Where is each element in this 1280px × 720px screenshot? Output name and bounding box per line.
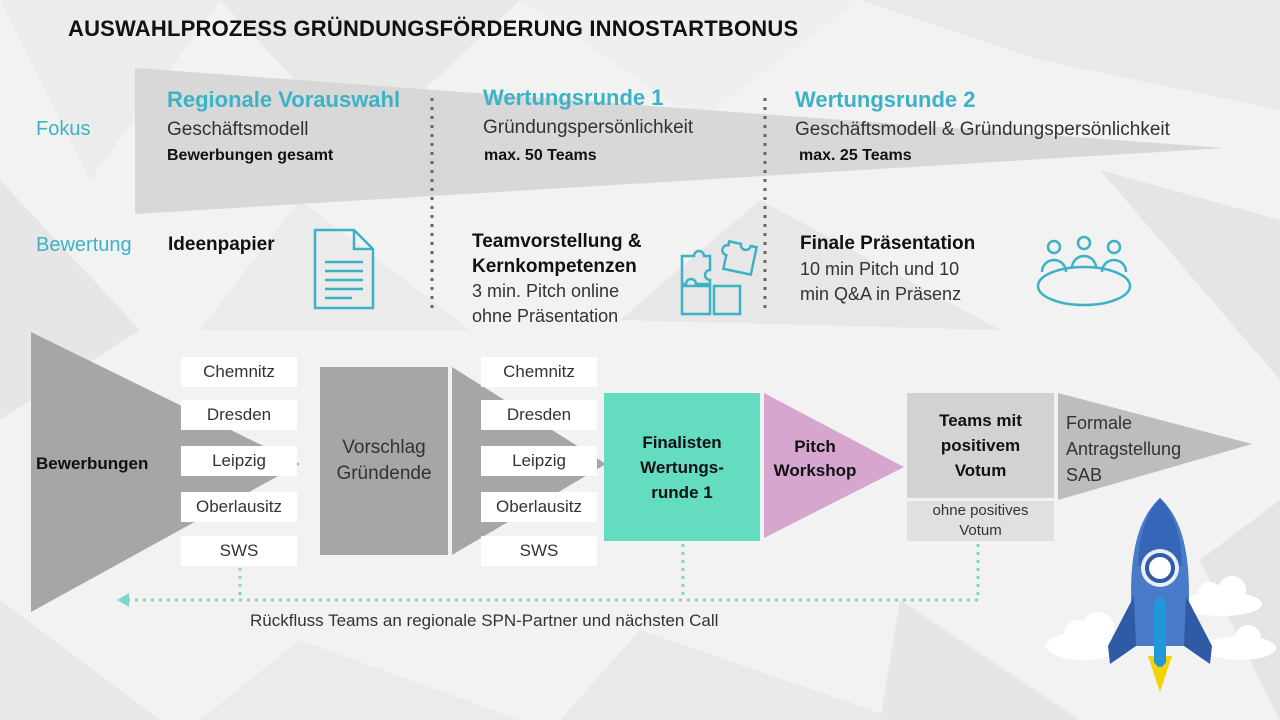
formal-application-label: Formale Antragstellung SAB bbox=[1066, 410, 1181, 488]
pitch-workshop-label-line2: Workshop bbox=[773, 461, 857, 480]
row-label-focus: Fokus bbox=[36, 118, 91, 140]
phase-count-round1: max. 50 Teams bbox=[484, 147, 597, 164]
positive-vote-label-line1: Teams mit bbox=[939, 411, 1022, 430]
finalists-box bbox=[604, 393, 760, 541]
phase-count-regional: Bewerbungen gesamt bbox=[167, 147, 334, 164]
evaluation-desc-round2-line1: 10 min Pitch und 10 bbox=[800, 259, 960, 279]
pitch-workshop-label-line1: Pitch bbox=[794, 437, 836, 456]
finalists-label-line2: Wertungs- bbox=[640, 457, 724, 477]
return-flow-line bbox=[128, 544, 980, 602]
region-right-oberlausitz: Oberlausitz bbox=[481, 492, 597, 522]
phase-title-round1: Wertungsrunde 1 bbox=[483, 85, 664, 110]
evaluation-desc-round1-line1: 3 min. Pitch online bbox=[472, 281, 620, 301]
focus-funnel-band bbox=[135, 68, 1225, 310]
proposal-label-line1: Vorschlag bbox=[342, 437, 426, 458]
evaluation-title-round1-line1: Teamvorstellung & bbox=[472, 231, 642, 252]
positive-vote-label-line2: positivem bbox=[940, 436, 1021, 455]
phase-title-round2: Wertungsrunde 2 bbox=[795, 87, 976, 112]
meeting-table-icon bbox=[1036, 235, 1132, 307]
evaluation-desc-round2-line2: min Q&A in Präsenz bbox=[800, 284, 962, 304]
region-right-leipzig: Leipzig bbox=[481, 446, 597, 476]
finalists-label-line1: Finalisten bbox=[642, 432, 722, 452]
region-right-sws: SWS bbox=[481, 536, 597, 566]
finalists-label-line3: runde 1 bbox=[651, 482, 713, 502]
cloud-icon bbox=[1046, 576, 1276, 660]
region-left-sws: SWS bbox=[181, 536, 297, 566]
return-flow-label: Rückfluss Teams an regionale SPN-Partner… bbox=[250, 611, 719, 630]
region-right-dresden: Dresden bbox=[481, 400, 597, 430]
row-label-evaluation: Bewertung bbox=[36, 234, 132, 256]
finalists-label: Finalisten Wertungs- runde 1 bbox=[604, 393, 760, 541]
positive-vote-label-line3: Votum bbox=[954, 461, 1007, 480]
region-left-dresden: Dresden bbox=[181, 400, 297, 430]
phase-focus-regional: Geschäftsmodell bbox=[167, 119, 309, 140]
rocket-icon bbox=[1108, 498, 1212, 692]
evaluation-desc-round2: 10 min Pitch und 10 min Q&A in Präsenz bbox=[800, 257, 961, 307]
formal-arrow bbox=[1058, 393, 1252, 500]
document-icon bbox=[313, 228, 375, 310]
proposal-label: Vorschlag Gründende bbox=[320, 367, 448, 555]
applications-label: Bewerbungen bbox=[36, 454, 149, 473]
positive-vote-label: Teams mit positivem Votum bbox=[907, 393, 1054, 498]
negative-vote-label-line1: ohne positives bbox=[932, 502, 1029, 519]
evaluation-title-round2: Finale Präsentation bbox=[800, 233, 976, 254]
phase-focus-round1: Gründungspersönlichkeit bbox=[483, 117, 694, 138]
formal-application-line3: SAB bbox=[1066, 465, 1103, 485]
formal-application-line1: Formale bbox=[1066, 413, 1133, 433]
region-left-oberlausitz: Oberlausitz bbox=[181, 492, 297, 522]
region-left-chemnitz: Chemnitz bbox=[181, 357, 297, 387]
evaluation-desc-round1: 3 min. Pitch online ohne Präsentation bbox=[472, 279, 619, 329]
return-flow-arrowhead bbox=[117, 593, 129, 607]
phase-title-regional: Regionale Vorauswahl bbox=[167, 87, 401, 112]
formal-application-line2: Antragstellung bbox=[1066, 439, 1182, 459]
negative-vote-label-line2: Votum bbox=[959, 522, 1002, 539]
negative-vote-box bbox=[907, 501, 1054, 541]
pitch-workshop-label: Pitch Workshop bbox=[770, 435, 860, 483]
positive-vote-box bbox=[907, 393, 1054, 498]
region-left-leipzig: Leipzig bbox=[181, 446, 297, 476]
puzzle-icon bbox=[680, 240, 759, 316]
evaluation-desc-round1-line2: ohne Präsentation bbox=[472, 306, 619, 326]
negative-vote-label: ohne positives Votum bbox=[907, 500, 1054, 542]
region-right-chemnitz: Chemnitz bbox=[481, 357, 597, 387]
evaluation-title-round1: Teamvorstellung & Kernkompetenzen bbox=[472, 229, 642, 279]
phase-count-round2: max. 25 Teams bbox=[799, 147, 912, 164]
applications-funnel bbox=[31, 332, 300, 612]
pitch-workshop-arrow bbox=[764, 393, 904, 538]
evaluation-title-round1-line2: Kernkompetenzen bbox=[472, 256, 637, 277]
page-title: AUSWAHLPROZESS GRÜNDUNGSFÖRDERUNG INNOST… bbox=[68, 16, 799, 41]
evaluation-title-regional: Ideenpapier bbox=[168, 234, 275, 255]
phase-focus-round2: Geschäftsmodell & Gründungspersönlichkei… bbox=[795, 119, 1170, 140]
proposal-label-line2: Gründende bbox=[336, 463, 432, 484]
proposal-box bbox=[320, 367, 448, 555]
